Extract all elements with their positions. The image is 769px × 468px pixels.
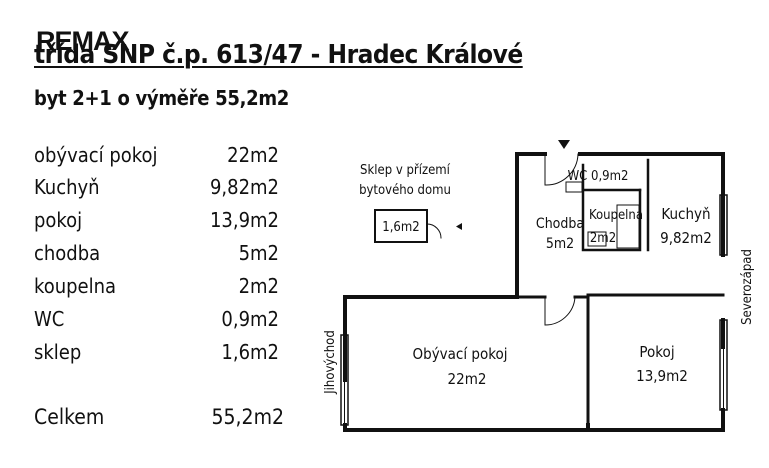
area-row: obývací pokoj 22m2 bbox=[34, 143, 279, 169]
page-subtitle: byt 2+1 o výměře 55,2m2 bbox=[34, 86, 289, 110]
remax-logo: REMAX bbox=[36, 26, 130, 56]
area-value: 13,9m2 bbox=[209, 208, 279, 232]
kitchen-name: Kuchyň bbox=[661, 205, 710, 223]
area-label: WC bbox=[34, 307, 65, 331]
page-title: třída SNP č.p. 613/47 - Hradec Králové bbox=[34, 40, 523, 70]
cellar-note-line1: Sklep v přízemí bbox=[360, 163, 451, 178]
room-name: Pokoj bbox=[639, 343, 674, 361]
area-value: 9,82m2 bbox=[209, 175, 279, 199]
area-value: 2m2 bbox=[238, 274, 279, 298]
area-value: 5m2 bbox=[238, 241, 279, 265]
area-value: 0,9m2 bbox=[221, 307, 279, 331]
area-label: koupelna bbox=[34, 274, 117, 298]
area-value: 1,6m2 bbox=[221, 340, 279, 364]
area-label: chodba bbox=[34, 241, 101, 265]
cellar-note-line2: bytového domu bbox=[359, 183, 451, 198]
room-area: 13,9m2 bbox=[636, 367, 688, 385]
area-label: Kuchyň bbox=[34, 175, 100, 199]
area-value: 22m2 bbox=[227, 143, 279, 167]
orientation-left: Jihovýchod bbox=[323, 330, 338, 395]
area-label: pokoj bbox=[34, 208, 83, 232]
area-row: WC 0,9m2 bbox=[34, 307, 279, 333]
living-area: 22m2 bbox=[448, 370, 487, 388]
area-row: sklep 1,6m2 bbox=[34, 340, 279, 366]
area-row: koupelna 2m2 bbox=[34, 274, 279, 300]
area-row: pokoj 13,9m2 bbox=[34, 208, 279, 234]
area-label: sklep bbox=[34, 340, 82, 364]
kitchen-area: 9,82m2 bbox=[660, 229, 712, 247]
wc-label: WC 0,9m2 bbox=[568, 169, 629, 184]
hall-area: 5m2 bbox=[546, 236, 574, 252]
area-row: Kuchyň 9,82m2 bbox=[34, 175, 279, 201]
bath-name: Koupelna bbox=[589, 208, 643, 223]
area-row: chodba 5m2 bbox=[34, 241, 279, 267]
bath-area: 2m2 bbox=[590, 231, 616, 246]
living-name: Obývací pokoj bbox=[413, 345, 508, 363]
cellar-area: 1,6m2 bbox=[382, 220, 419, 235]
hall-name: Chodba bbox=[536, 216, 584, 232]
orientation-right: Severozápad bbox=[740, 249, 755, 325]
total-value: 55,2m2 bbox=[211, 405, 284, 429]
total-label: Celkem bbox=[34, 405, 105, 429]
area-label: obývací pokoj bbox=[34, 143, 158, 167]
